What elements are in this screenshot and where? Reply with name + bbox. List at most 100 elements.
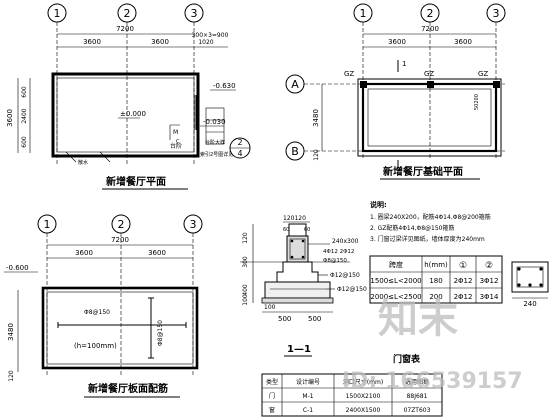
footing-rebar: Φ12@150 [330, 272, 360, 279]
dimension-text: 120 [242, 232, 249, 244]
foundation-plan: 1 2 3 7200 3600 3600 A B 3480 120 GZ GZ [285, 3, 506, 180]
notes-block: 说明: 1. 圈梁240X200，配筋4Φ14,Φ8@200箍筋 2. GZ配筋… [370, 200, 491, 243]
dimension-text: 3600 [6, 109, 14, 127]
table-cell: 1500X2100 [346, 393, 381, 400]
beam-stirrup: Φ8@150 [323, 258, 347, 264]
rebar-label: Φ8@150 [157, 320, 164, 346]
slab-thickness: (h=100mm) [74, 342, 117, 350]
dimension-text: 120 [8, 370, 15, 382]
footing-brick [276, 261, 319, 283]
elevation-label: -0.600 [6, 264, 29, 272]
elevation-label: -0.030 [203, 118, 226, 126]
dimension-text: 600 [21, 136, 28, 148]
axis-label: 1 [54, 7, 61, 20]
column-label: GZ [478, 70, 488, 78]
dimension-text: 100 [242, 294, 249, 306]
footing-rebar: Φ12@150 [337, 286, 367, 293]
dimension-text: 3600 [148, 249, 166, 257]
foundation-inner [367, 88, 492, 147]
axis-label: A [291, 78, 299, 91]
door-mark: M [173, 129, 178, 136]
axis-label: 1 [44, 218, 51, 231]
table-header: ② [485, 261, 493, 271]
dimension-text: 3600 [75, 249, 93, 257]
column-label: GZ [344, 70, 354, 78]
section-1-1: 120120 60 60 400 300 100 120 240x300 4Φ1… [240, 215, 367, 357]
table-border [369, 255, 503, 304]
leader-line [65, 151, 77, 163]
dimension-text: 2400 [21, 108, 28, 123]
reference-note: 索引2号图详见3/4 [200, 151, 241, 158]
plan-title: 新增餐厅板面配筋 [88, 382, 168, 395]
lintel-outline [511, 261, 549, 293]
table-title: 门窗表 [393, 353, 421, 365]
dimension-text: 3480 [7, 323, 15, 341]
dimension-text: 120 [313, 149, 320, 161]
table-cell: 3Φ14 [480, 293, 499, 301]
table-cell: 2Φ12 [454, 277, 473, 285]
slab-inner [46, 291, 194, 365]
elevation-label: ±0.000 [120, 110, 146, 118]
footing-base [264, 281, 331, 299]
section-title: 1—1 [287, 344, 311, 355]
dimension-text: 7200 [421, 25, 439, 33]
dimension-text: 3480 [312, 109, 320, 127]
slab-outline [41, 286, 199, 370]
table-cell: 门 [269, 392, 275, 400]
door-swing [169, 124, 180, 140]
rebar-dot [517, 283, 521, 287]
beam-size: 240x300 [332, 238, 359, 245]
window-mark: C [176, 139, 180, 145]
column-gz [427, 81, 434, 88]
rebar-dot [301, 255, 305, 259]
table-cell: 07ZT603 [404, 407, 431, 414]
rebar-dot [290, 239, 294, 243]
column-gz [493, 81, 500, 88]
callout-number: 2 [237, 138, 242, 147]
rebar-dot [539, 267, 543, 271]
axis-label: 3 [191, 7, 198, 20]
beam-rebar: 4Φ12 2Φ12 [323, 249, 354, 255]
axis-label: 3 [493, 7, 500, 20]
dimension-text: 7200 [116, 25, 134, 33]
dimension-text: 3600 [454, 38, 472, 46]
rebar-label: Φ8@150 [84, 309, 110, 316]
rebar-dot [301, 239, 305, 243]
dimension-text: 300 [242, 256, 249, 268]
column-label: GZ [424, 70, 434, 78]
door-window-table: 门窗表 类型 设计编号 洞口尺寸(mm) 选用图集 门 M-1 1500X210… [261, 353, 443, 417]
table-cell: 1500≤L<2000 [370, 277, 421, 285]
rebar-dot [528, 283, 532, 287]
footing-bedding [261, 297, 334, 304]
table-cell: 180 [429, 277, 442, 285]
axis-label: 2 [427, 7, 434, 20]
lintel-stirrup [516, 266, 544, 288]
table-header: 洞口尺寸(mm) [343, 378, 383, 386]
callout-sheet: 4 [237, 149, 242, 158]
step [205, 107, 225, 145]
notes-heading: 说明: [370, 200, 387, 209]
table-cell: 3Φ12 [480, 277, 499, 285]
dimension-text: 60 [304, 227, 310, 233]
column-gz [360, 81, 367, 88]
table-cell: 2400X1500 [346, 407, 381, 414]
stirrup [289, 238, 306, 260]
watermark-id: ID: 166539157 [342, 369, 523, 394]
dimension-text: 400 [242, 284, 249, 296]
table-header: h(mm) [424, 261, 448, 269]
table-cell: 窗 [269, 406, 275, 414]
rebar-dot [517, 267, 521, 271]
wall-inner [56, 77, 195, 153]
axis-label: 1 [360, 7, 367, 20]
section-mark-label: 1 [402, 60, 406, 68]
dimension-text: 3600 [151, 38, 169, 46]
rebar-dot [290, 255, 294, 259]
floor-plan: 1 2 3 7200 3600 3600 300×3=900 1020 3600… [6, 3, 251, 190]
notes-line: 1. 圈梁240X200，配筋4Φ14,Φ8@200箍筋 [370, 213, 491, 221]
table-header: 跨度 [389, 260, 403, 269]
elevation-label: -0.630 [213, 82, 236, 90]
plan-title: 新增餐厅基础平面 [383, 165, 463, 178]
dimension-text: 60 [283, 227, 289, 233]
table-cell: 88J681 [407, 393, 428, 400]
